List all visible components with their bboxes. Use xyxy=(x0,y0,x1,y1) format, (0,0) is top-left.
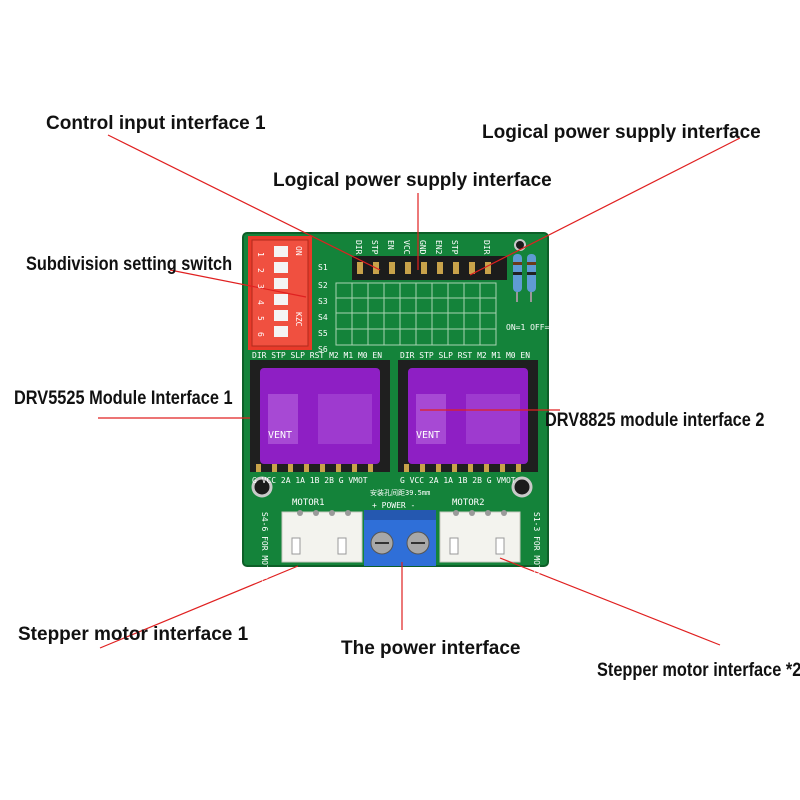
label-drv8825-interface-2: DRV8825 module interface 2 xyxy=(545,410,765,431)
top-pin-gnd: GND xyxy=(418,240,427,255)
dip-number-2: 2 xyxy=(256,268,265,273)
s-label-1: S1 xyxy=(318,263,328,272)
motor1-text: MOTOR1 xyxy=(292,498,325,508)
dip-number-3: 3 xyxy=(256,284,265,289)
label-control-input-1: Control input interface 1 xyxy=(46,113,266,134)
dip-on-text: ON xyxy=(294,246,303,256)
label-stepper-motor-1: Stepper motor interface 1 xyxy=(18,624,249,645)
power-text: + POWER - xyxy=(372,501,415,510)
motor1-connector xyxy=(281,510,363,563)
top-pin-dir2: DIR xyxy=(482,240,491,255)
dip-number-1: 1 xyxy=(256,252,265,257)
hole-spacing-text: 安装孔间距39.5mm xyxy=(370,488,430,497)
leader-lines xyxy=(98,134,741,649)
s-label-3: S3 xyxy=(318,297,328,306)
label-logic-power-center: Logical power supply interface xyxy=(273,170,552,191)
top-pin-en: EN xyxy=(386,240,395,250)
top-pin-vcc: VCC xyxy=(402,240,411,255)
on-off-text: ON=1 OFF=0 xyxy=(506,323,554,332)
dip-switch xyxy=(248,236,312,350)
label-stepper-motor-2: Stepper motor interface *2 xyxy=(597,660,800,681)
module1-pins-top: DIR STP SLP RST M2 M1 M0 EN xyxy=(252,351,382,360)
module2-brand: VENT xyxy=(416,430,440,441)
s-label-4: S4 xyxy=(318,313,328,322)
s1-3-text: S1-3 FOR MOTOR2 xyxy=(532,512,541,584)
pcb-board xyxy=(243,233,548,566)
label-drv5525-interface-1: DRV5525 Module Interface 1 xyxy=(14,388,233,409)
s-label-2: S2 xyxy=(318,281,328,290)
power-terminal xyxy=(364,510,436,566)
dip-number-5: 5 xyxy=(256,316,265,321)
module2-pins-top: DIR STP SLP RST M2 M1 M0 EN xyxy=(400,351,530,360)
driver-module-1 xyxy=(250,360,390,472)
top-pin-en2: EN2 xyxy=(434,240,443,255)
dip-kzc-text: KZC xyxy=(294,312,303,327)
label-logic-power-right: Logical power supply interface xyxy=(482,122,761,143)
label-power-interface: The power interface xyxy=(341,638,521,659)
dip-number-4: 4 xyxy=(256,300,265,305)
subdivision-table xyxy=(335,282,497,346)
module1-pins-bottom: G VCC 2A 1A 1B 2B G VMOT xyxy=(252,476,368,485)
module1-brand: VENT xyxy=(268,430,292,441)
motor2-text: MOTOR2 xyxy=(452,498,485,508)
s-label-5: S5 xyxy=(318,329,328,338)
dip-number-6: 6 xyxy=(256,332,265,337)
top-pin-dir: DIR xyxy=(354,240,363,255)
s-label-6: S6 xyxy=(318,345,328,354)
motor2-connector xyxy=(439,510,521,563)
top-pin-stp2: STP xyxy=(450,240,459,255)
driver-module-2 xyxy=(398,360,538,472)
top-pin-stp: STP xyxy=(370,240,379,255)
mounting-hole xyxy=(251,476,273,498)
s4-6-text: S4-6 FOR MOTOR1 xyxy=(260,512,269,584)
resistors xyxy=(513,254,536,302)
module2-pins-bottom: G VCC 2A 1A 1B 2B G VMOT xyxy=(400,476,516,485)
label-subdivision-switch: Subdivision setting switch xyxy=(26,254,233,275)
mounting-hole xyxy=(511,476,533,498)
